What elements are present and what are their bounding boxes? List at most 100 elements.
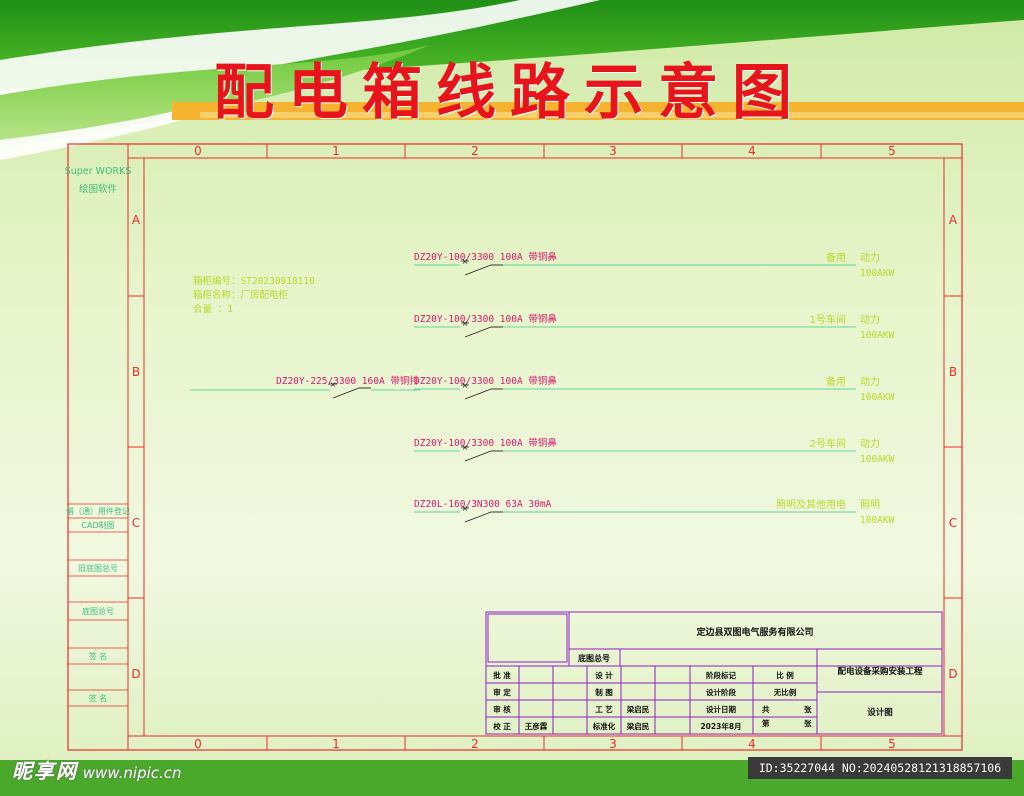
breaker-cross: × bbox=[330, 380, 337, 389]
circuit-load-name: 照明及其他用电 bbox=[776, 498, 846, 511]
grid-row-label-left: C bbox=[132, 516, 140, 530]
watermark-url: www.nipic.cn bbox=[82, 764, 182, 782]
orange-bar-highlight bbox=[200, 112, 1024, 118]
page-sheet-label: 张 bbox=[804, 719, 812, 728]
approval-label: 批 准 bbox=[493, 670, 511, 680]
circuit-load-name: 备用 bbox=[826, 375, 846, 388]
grid-col-label-bottom: 3 bbox=[609, 737, 617, 751]
watermark-id: ID:35227044 NO:20240528121318857106 bbox=[748, 757, 1012, 779]
grid-col-label-top: 3 bbox=[609, 144, 617, 158]
grid-row-label-right: B bbox=[949, 365, 957, 379]
stage-label: 阶段标记 bbox=[706, 670, 736, 680]
grid-row-label-right: D bbox=[948, 667, 957, 681]
grid-row-label-left: A bbox=[132, 213, 141, 227]
breaker-cross: × bbox=[462, 443, 469, 452]
left-panel-cell: 签 名 bbox=[89, 693, 108, 703]
total-label: 共 bbox=[762, 704, 770, 714]
cabinet-number: 箱柜编号：ST20230918110 bbox=[193, 275, 315, 287]
watermark-logo: 昵享网 www.nipic.cn bbox=[12, 758, 182, 784]
circuit-load-name: 2号车间 bbox=[810, 437, 846, 450]
grid-col-label-bottom: 4 bbox=[748, 737, 756, 751]
date-label: 设计日期 bbox=[706, 704, 736, 714]
approval-label: 校 正 bbox=[493, 721, 511, 731]
scale-value: 无比例 bbox=[773, 687, 797, 697]
circuit-load-type: 照明 bbox=[860, 499, 880, 511]
light-green-wave bbox=[0, 45, 430, 150]
breaker-blade bbox=[464, 388, 492, 400]
breaker-cross: × bbox=[462, 504, 469, 513]
breaker-blade bbox=[464, 264, 492, 276]
breaker-cross: × bbox=[462, 319, 469, 328]
circuit-rating: 100AKW bbox=[860, 454, 895, 465]
approval-label: 审 核 bbox=[493, 704, 511, 714]
breaker-blade bbox=[464, 450, 492, 462]
grid-col-label-top: 4 bbox=[748, 144, 756, 158]
white-swoosh-2 bbox=[0, 105, 210, 160]
page-title: 配电箱线路示意图 bbox=[214, 58, 806, 128]
stage-value: 设计阶段 bbox=[706, 687, 736, 697]
circuit-load-name: 1号车间 bbox=[810, 313, 846, 326]
left-panel-cell: 借（通）用件登记 bbox=[66, 506, 130, 516]
grid-col-label-bottom: 1 bbox=[332, 737, 340, 751]
page-label: 第 bbox=[762, 718, 770, 728]
logo-box bbox=[487, 613, 568, 663]
circuit-rating: 100AKW bbox=[860, 268, 895, 279]
design-label: 设 计 bbox=[595, 670, 613, 680]
left-panel-cell: 签 名 bbox=[89, 651, 108, 661]
title-block-border bbox=[485, 611, 943, 735]
circuit-breaker-label: DZ20Y-100/3300 100A 带铜鼻 bbox=[414, 251, 557, 263]
breaker-blade bbox=[464, 326, 492, 338]
grid-col-label-bottom: 0 bbox=[194, 737, 202, 751]
software-desc: 绘图软件 bbox=[79, 183, 118, 195]
software-name: Super WORKS bbox=[65, 166, 132, 177]
grid-col-label-bottom: 2 bbox=[471, 737, 479, 751]
grid-row-label-right: A bbox=[949, 213, 958, 227]
grid-col-label-top: 2 bbox=[471, 144, 479, 158]
watermark-logo-text: 昵享网 bbox=[12, 759, 78, 783]
grid-col-label-bottom: 5 bbox=[888, 737, 896, 751]
main-breaker-label: DZ20Y-225/3300 160A 带铜排 bbox=[276, 375, 419, 387]
circuit-rating: 100AKW bbox=[860, 515, 895, 526]
breaker-blade bbox=[332, 387, 360, 399]
circuit-load-type: 动力 bbox=[860, 313, 880, 326]
grid-row-label-right: C bbox=[949, 516, 957, 530]
circuit-breaker-label: DZ20Y-100/3300 100A 带铜鼻 bbox=[414, 313, 557, 325]
checker-name: 王彦霖 bbox=[525, 721, 548, 731]
project-name: 配电设备采购安装工程 bbox=[837, 666, 923, 677]
date-value: 2023年8月 bbox=[700, 721, 741, 731]
design-label: 制 图 bbox=[595, 687, 613, 697]
cabinet-name: 箱柜名称：厂房配电柜 bbox=[193, 289, 289, 301]
company-name: 定边县双图电气服务有限公司 bbox=[695, 626, 813, 638]
left-panel-cell: CAD制图 bbox=[81, 520, 114, 530]
design-label: 工 艺 bbox=[595, 704, 613, 714]
approval-label: 审 定 bbox=[493, 687, 511, 697]
left-panel-cell: 旧底图总号 bbox=[78, 563, 118, 573]
breaker-cross: × bbox=[462, 381, 469, 390]
circuit-rating: 100AKW bbox=[860, 330, 895, 341]
std-person: 梁启民 bbox=[626, 721, 650, 731]
circuit-load-type: 动力 bbox=[860, 251, 880, 264]
grid-row-label-left: B bbox=[132, 365, 140, 379]
circuit-breaker-label: DZ20Y-100/3300 100A 带铜鼻 bbox=[414, 375, 557, 387]
total-sheet-label: 张 bbox=[804, 705, 812, 714]
cabinet-quantity: 合量 ：1 bbox=[193, 303, 233, 315]
grid-col-label-top: 0 bbox=[194, 144, 202, 158]
base-number-label: 底图总号 bbox=[577, 653, 610, 663]
circuit-breaker-label: DZ20L-160/3N300 63A 30mA bbox=[414, 499, 552, 510]
circuit-load-type: 动力 bbox=[860, 437, 880, 450]
circuit-rating: 100AKW bbox=[860, 392, 895, 403]
grid-col-label-top: 1 bbox=[332, 144, 340, 158]
craft-person: 梁启民 bbox=[626, 704, 650, 714]
design-label: 标准化 bbox=[592, 721, 616, 731]
breaker-cross: × bbox=[462, 257, 469, 266]
circuit-load-name: 备用 bbox=[826, 251, 846, 264]
circuit-load-type: 动力 bbox=[860, 375, 880, 388]
grid-row-label-left: D bbox=[131, 667, 140, 681]
grid-col-label-top: 5 bbox=[888, 144, 896, 158]
